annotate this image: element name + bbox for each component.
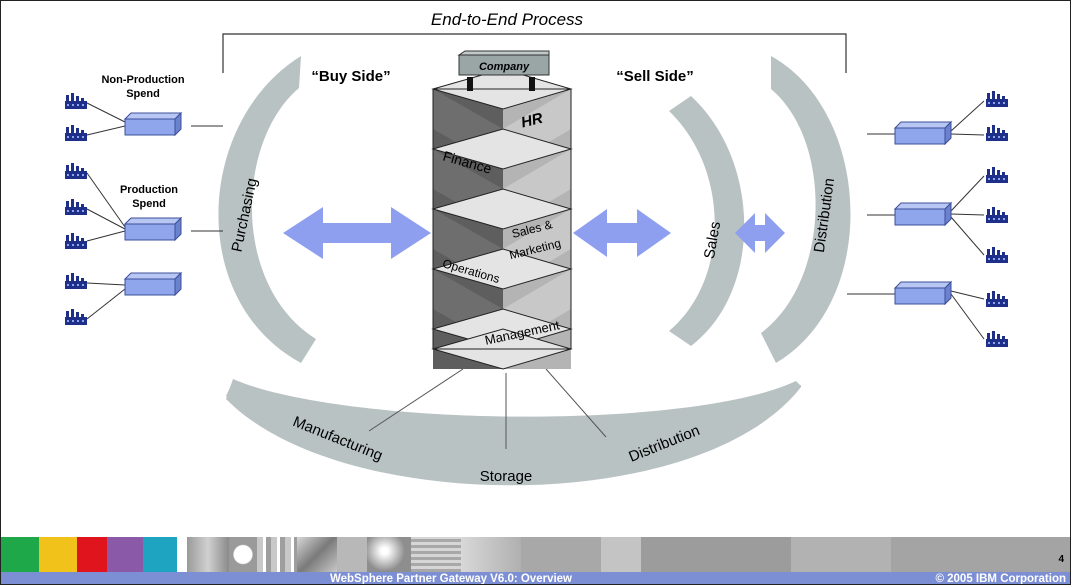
factory-icon xyxy=(986,331,1008,347)
left-box-2 xyxy=(124,217,182,241)
factory-icon xyxy=(986,91,1008,107)
right-box-2 xyxy=(894,202,952,226)
left-box-1 xyxy=(124,112,182,136)
factory-icon xyxy=(65,273,87,289)
purchasing-arc xyxy=(218,56,316,363)
company-label: Company xyxy=(479,61,530,73)
factory-icon xyxy=(986,207,1008,223)
left-box-3 xyxy=(124,272,182,296)
production-label-2: Spend xyxy=(132,198,166,210)
footer-title: WebSphere Partner Gateway V6.0: Overview xyxy=(329,573,573,585)
sales-arrow xyxy=(573,209,671,257)
right-box-3 xyxy=(894,281,952,305)
factory-icon xyxy=(986,247,1008,263)
company-tower xyxy=(431,50,573,370)
process-diagram: End-to-End Process Purchasing Sales Dist… xyxy=(65,10,1008,486)
sales-arc xyxy=(669,96,745,346)
distribution-arc xyxy=(761,56,851,363)
factory-icon xyxy=(65,163,87,179)
buy-side-label: “Buy Side” xyxy=(311,68,390,85)
footer-color-band xyxy=(1,537,1070,572)
footer-bar xyxy=(1,572,1070,584)
footer-copyright: © 2005 IBM Corporation xyxy=(935,573,1066,585)
buy-side-arrow xyxy=(283,207,431,259)
non-production-label-1: Non-Production xyxy=(101,74,184,86)
right-box-1 xyxy=(894,121,952,145)
factory-icon xyxy=(65,125,87,141)
page-number: 4 xyxy=(1058,554,1064,565)
storage-label: Storage xyxy=(480,468,533,485)
diagram-title: End-to-End Process xyxy=(431,10,584,29)
factory-icon xyxy=(65,309,87,325)
distribution-arrow xyxy=(735,213,785,253)
end-to-end-bracket xyxy=(222,33,847,73)
hr-label: HR xyxy=(519,110,544,132)
production-label-1: Production xyxy=(120,184,178,196)
factory-icon xyxy=(65,233,87,249)
factory-icon xyxy=(986,167,1008,183)
factory-icon xyxy=(986,291,1008,307)
footer: 4 WebSphere Partner Gateway V6.0: Overvi… xyxy=(1,537,1070,585)
factory-icon xyxy=(986,125,1008,141)
factory-icon xyxy=(65,93,87,109)
sell-side-label: “Sell Side” xyxy=(616,68,694,85)
factory-icon xyxy=(65,199,87,215)
sales-label: Sales xyxy=(701,220,724,260)
non-production-label-2: Spend xyxy=(126,88,160,100)
